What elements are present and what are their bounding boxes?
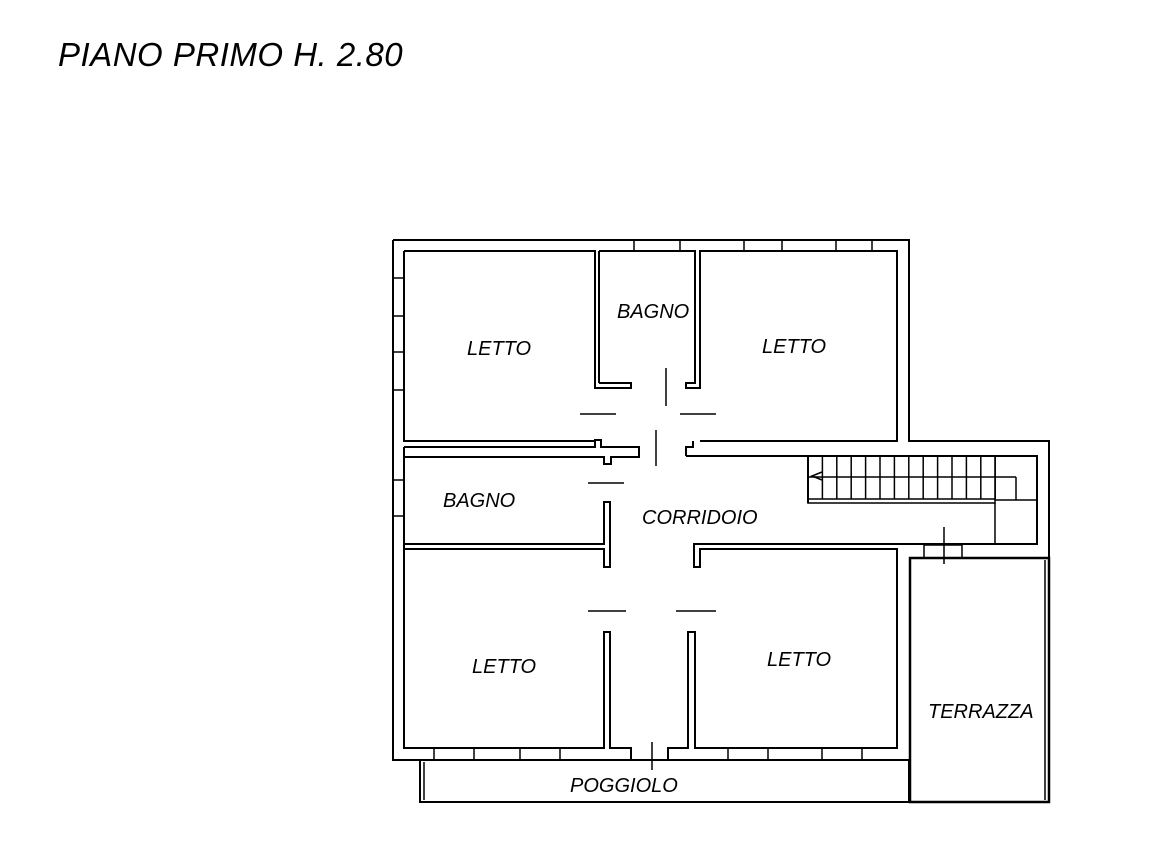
stair-arrow-icon: [809, 471, 823, 481]
room-label-poggiolo: POGGIOLO: [570, 775, 678, 797]
room-label-letto: LETTO: [762, 336, 826, 358]
room-label-terrazza: TERRAZZA: [928, 701, 1034, 723]
door-marks: [580, 368, 945, 770]
room-label-corridoio: CORRIDOIO: [642, 507, 758, 529]
plan-title: PIANO PRIMO H. 2.80: [58, 36, 404, 73]
staircase: [807, 455, 1037, 559]
room-label-bagno: BAGNO: [443, 490, 515, 512]
room-label-letto: LETTO: [472, 656, 536, 678]
room-label-bagno: BAGNO: [617, 301, 689, 323]
terrace-balcony: [419, 556, 1051, 804]
room-label-letto: LETTO: [767, 649, 831, 671]
room-label-letto: LETTO: [467, 338, 531, 360]
